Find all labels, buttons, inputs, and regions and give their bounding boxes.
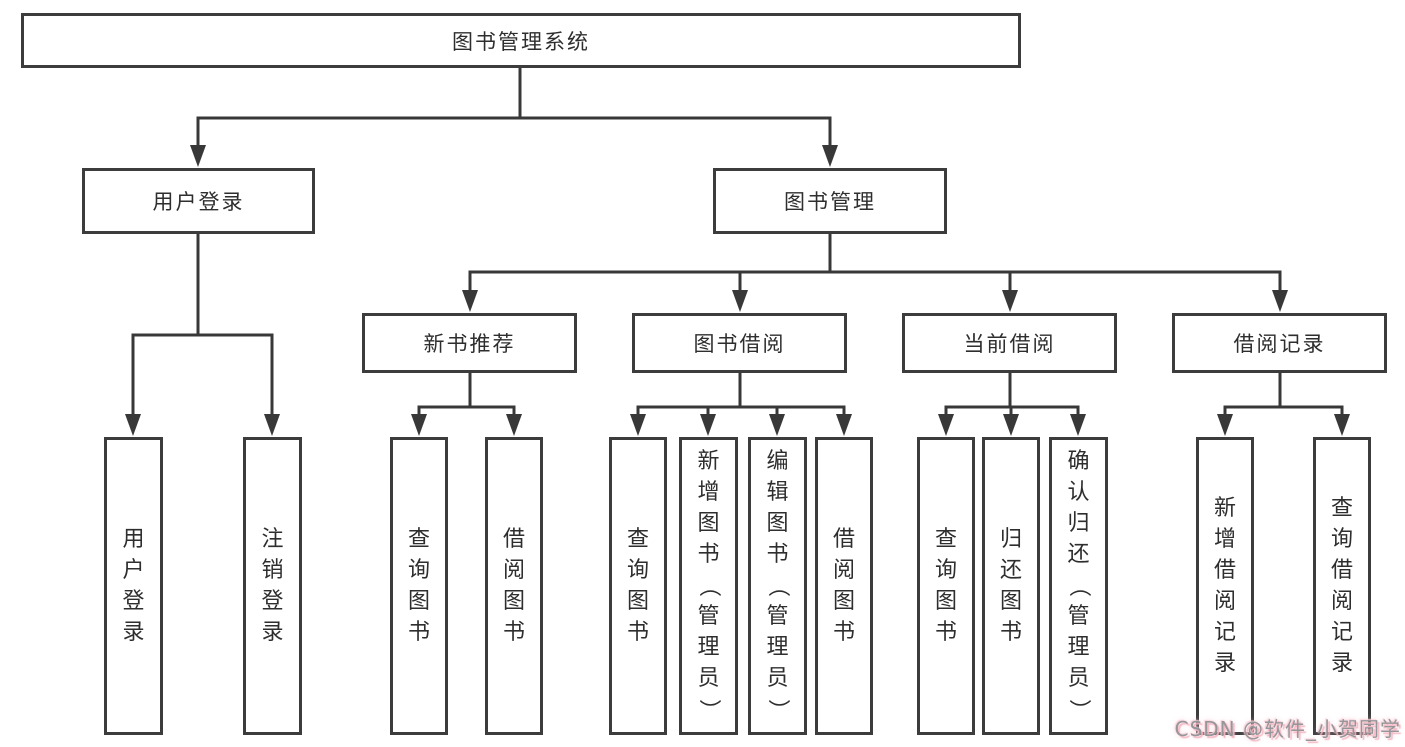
leaf-query-books-1: 查询图书 (390, 437, 448, 735)
leaf-add-borrow-record: 新增借阅记录 (1196, 437, 1254, 735)
csdn-watermark: CSDN @软件_小贺同学 (1174, 717, 1401, 741)
leaf-query-borrow-record: 查询借阅记录 (1313, 437, 1371, 735)
node-label: 查询图书 (934, 526, 957, 645)
node-label: 注销登录 (261, 526, 284, 645)
node-label: 用户登录 (122, 526, 145, 645)
node-current-borrowing: 当前借阅 (902, 313, 1117, 373)
leaf-user-login: 用户登录 (104, 437, 163, 735)
node-user-login: 用户登录 (82, 168, 315, 234)
node-book-management: 图书管理 (713, 168, 947, 234)
node-label: 借阅记录 (1233, 332, 1326, 356)
leaf-add-books-admin: 新增图书（管理员） (679, 437, 738, 735)
node-label: 借阅图书 (832, 526, 855, 645)
node-label: 查询图书 (407, 526, 430, 645)
node-new-book-recommend: 新书推荐 (362, 313, 577, 373)
leaf-query-books-2: 查询图书 (609, 437, 667, 735)
node-label: 用户登录 (152, 190, 245, 214)
leaf-edit-books-admin: 编辑图书（管理员） (748, 437, 807, 735)
node-label: 当前借阅 (963, 332, 1056, 356)
node-label: 新增借阅记录 (1213, 495, 1236, 676)
node-label: 新增图书（管理员） (696, 449, 722, 722)
node-label: 图书管理 (784, 190, 876, 214)
leaf-borrow-books-2: 借阅图书 (815, 437, 873, 735)
node-borrow-records: 借阅记录 (1172, 313, 1387, 373)
node-library-management-system: 图书管理系统 (21, 13, 1021, 68)
leaf-borrow-books-1: 借阅图书 (485, 437, 543, 735)
node-label: 图书借阅 (693, 332, 786, 356)
leaf-query-books-3: 查询图书 (917, 437, 975, 735)
node-label: 图书管理系统 (452, 29, 590, 54)
leaf-return-books: 归还图书 (982, 437, 1040, 735)
leaf-logout: 注销登录 (243, 437, 302, 735)
node-label: 借阅图书 (502, 526, 525, 645)
node-label: 归还图书 (999, 526, 1022, 645)
node-book-borrowing: 图书借阅 (632, 313, 847, 373)
node-label: 编辑图书（管理员） (765, 449, 791, 722)
node-label: 查询借阅记录 (1330, 495, 1353, 676)
leaf-confirm-return-admin: 确认归还（管理员） (1049, 437, 1108, 735)
node-label: 新书推荐 (423, 332, 516, 356)
node-label: 确认归还（管理员） (1066, 449, 1092, 722)
node-label: 查询图书 (626, 526, 649, 645)
